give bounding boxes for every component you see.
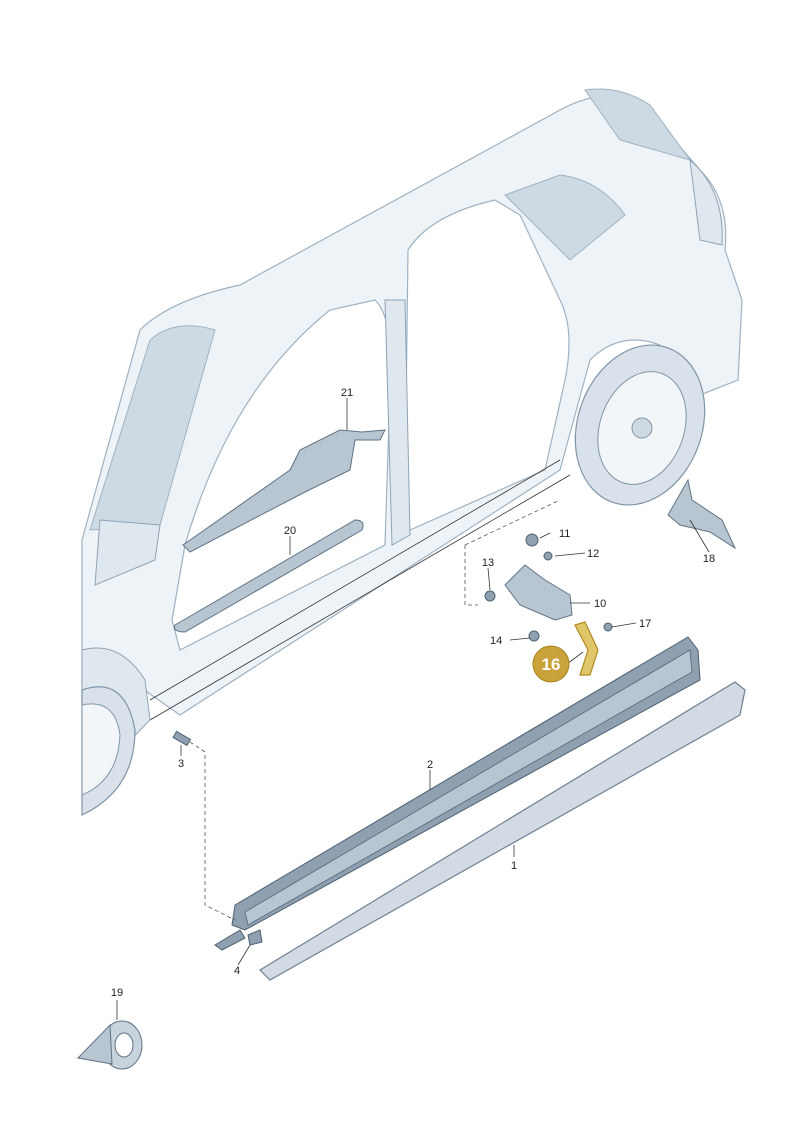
label-2: 2 — [427, 759, 433, 771]
part-18-bracket — [667, 478, 737, 550]
badge-label-16: 16 — [542, 655, 561, 674]
front-wheel — [81, 686, 136, 816]
label-10: 10 — [594, 598, 606, 610]
part-1-sill-cover — [259, 681, 746, 981]
label-12: 12 — [587, 548, 599, 560]
label-14: 14 — [490, 635, 502, 647]
label-11: 11 — [559, 528, 570, 540]
label-21: 21 — [341, 387, 353, 399]
part-3-clip — [172, 730, 236, 921]
vehicle-body — [81, 88, 743, 816]
label-4: 4 — [234, 965, 240, 977]
part-19-tape-roll — [76, 1020, 143, 1070]
part-2-sill-panel — [214, 636, 701, 951]
part-4-clip — [247, 929, 263, 946]
part-20-strip — [174, 519, 364, 633]
highlight-badge-16[interactable]: 16 — [532, 645, 570, 683]
mounting-bracket-group — [464, 499, 613, 642]
rear-wheel — [574, 344, 706, 506]
label-19: 19 — [111, 987, 123, 999]
part-16-highlighted — [574, 621, 599, 676]
label-1: 1 — [511, 860, 517, 872]
leader-lines — [116, 398, 710, 1020]
label-17: 17 — [639, 618, 651, 630]
callout-labels: 21 20 18 11 12 10 13 14 17 2 1 3 4 19 — [111, 387, 715, 999]
label-20: 20 — [284, 525, 296, 537]
label-3: 3 — [178, 758, 184, 770]
label-18: 18 — [703, 553, 715, 565]
part-21-trim — [182, 429, 386, 553]
label-13: 13 — [482, 557, 494, 569]
